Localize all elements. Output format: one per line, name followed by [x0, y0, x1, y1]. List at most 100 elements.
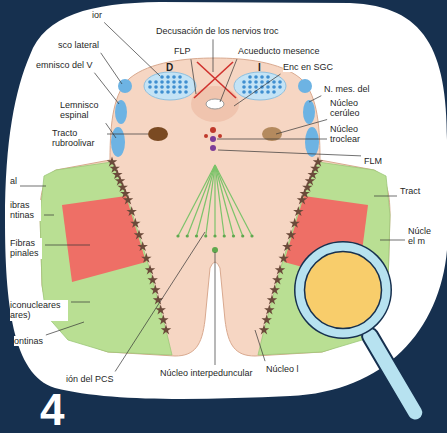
nigra-star	[299, 188, 309, 198]
nigra-star	[275, 264, 285, 274]
structure-label: Núcleo cerúleo	[330, 98, 372, 119]
leader-line	[101, 53, 122, 84]
side-letter: D	[166, 62, 173, 74]
colliculus	[144, 72, 196, 100]
leader-line	[71, 302, 90, 303]
colliculus-dot	[172, 90, 176, 94]
colliculus-dot	[166, 90, 170, 94]
colliculus-dot	[160, 90, 164, 94]
crus-green	[40, 162, 172, 355]
structure-label: ión del PCS	[66, 374, 114, 384]
colliculus-dot	[160, 80, 164, 84]
leader-line	[218, 150, 361, 156]
leader-lines	[20, 22, 405, 371]
nigra-star	[158, 314, 168, 324]
colliculus-dot	[178, 75, 182, 79]
colliculus-dot	[254, 75, 258, 79]
nigra-star	[137, 241, 147, 251]
colliculus-dot	[184, 85, 188, 89]
nigra-star	[305, 175, 315, 185]
nigra-star	[282, 241, 292, 251]
nigra-star	[109, 163, 119, 173]
structure-label: N. mes. del	[324, 84, 370, 94]
nigra-star	[112, 169, 122, 179]
pcs-dot	[204, 234, 207, 237]
nigra-star	[126, 206, 136, 216]
nigra-star	[150, 284, 160, 294]
leader-line	[380, 240, 405, 241]
leader-line	[234, 74, 281, 106]
pcs-fibre	[215, 165, 243, 236]
nigra-star	[134, 229, 144, 239]
leader-line	[215, 252, 216, 365]
nigra-star	[259, 324, 269, 334]
trochlear-fibre	[197, 62, 236, 98]
colliculus-dot	[184, 90, 188, 94]
colliculus-dot	[172, 80, 176, 84]
nigra-star	[307, 169, 317, 179]
colliculus-dot	[272, 85, 276, 89]
leader-line	[191, 59, 196, 94]
colliculus-dot	[260, 80, 264, 84]
midline-nucleus	[210, 145, 216, 151]
colliculus-dot	[254, 85, 258, 89]
nigra-star	[117, 182, 127, 192]
structure-label: Enc en SGC	[283, 62, 333, 72]
leader-line	[213, 39, 214, 72]
colliculus-dot	[148, 80, 152, 84]
magnifier-lens	[300, 247, 386, 333]
colliculus-dot	[154, 90, 158, 94]
pcs-fibre	[206, 165, 215, 236]
colliculus-dot	[248, 75, 252, 79]
colliculus-dot	[278, 85, 282, 89]
colliculus-dot	[272, 80, 276, 84]
structure-label: iconucleares ares)	[10, 300, 68, 321]
nigra-star	[123, 194, 133, 204]
pcs-fibre	[214, 165, 215, 236]
nigra-star	[302, 182, 312, 192]
crus-green	[258, 162, 390, 355]
leader-line	[220, 59, 237, 102]
pcs-dot	[186, 234, 189, 237]
colliculus-dot	[266, 75, 270, 79]
leader-line	[20, 186, 46, 187]
colliculus-dot	[248, 85, 252, 89]
nigra-star	[145, 264, 155, 274]
colliculus-dot	[160, 85, 164, 89]
colliculus-dot	[242, 90, 246, 94]
nigra-star	[272, 274, 282, 284]
magnifier-handle	[359, 325, 426, 424]
structure-label: Tracto rubroolivar	[52, 128, 104, 149]
colliculus-dot	[278, 80, 282, 84]
colliculus-dot	[166, 85, 170, 89]
nigra-star	[286, 229, 296, 239]
nigra-star	[161, 324, 171, 334]
leader-line	[106, 123, 116, 138]
colliculus-dot	[154, 85, 158, 89]
midline-nucleus	[210, 127, 216, 133]
structure-label: ontinas	[14, 336, 43, 346]
colliculus-dot	[272, 90, 276, 94]
structure-label: Núcleo troclear	[330, 124, 374, 145]
nigra-star	[297, 194, 307, 204]
aqueduct	[206, 99, 224, 109]
nigra-star	[293, 206, 303, 216]
structure-label: emnisco del V	[36, 60, 93, 70]
leader-line	[276, 120, 327, 134]
pcs-dot	[250, 234, 253, 237]
pcs-dot	[195, 234, 198, 237]
nigra-star	[130, 218, 140, 228]
spinal-lemniscus	[111, 127, 125, 157]
structure-label: sco lateral	[58, 40, 99, 50]
pcs-fibre	[215, 165, 252, 236]
structure-label: Decusación de los nervios troc	[156, 26, 279, 36]
colliculus-dot	[260, 75, 264, 79]
periaqueductal-grey	[191, 86, 239, 122]
pcs-fibre	[197, 165, 216, 236]
colliculus-dot	[260, 90, 264, 94]
structure-label: FLM	[364, 156, 382, 166]
midbrain-half	[234, 72, 390, 355]
nigra-star	[107, 156, 117, 166]
structure-label: Núcleo interpeduncular	[160, 368, 253, 378]
